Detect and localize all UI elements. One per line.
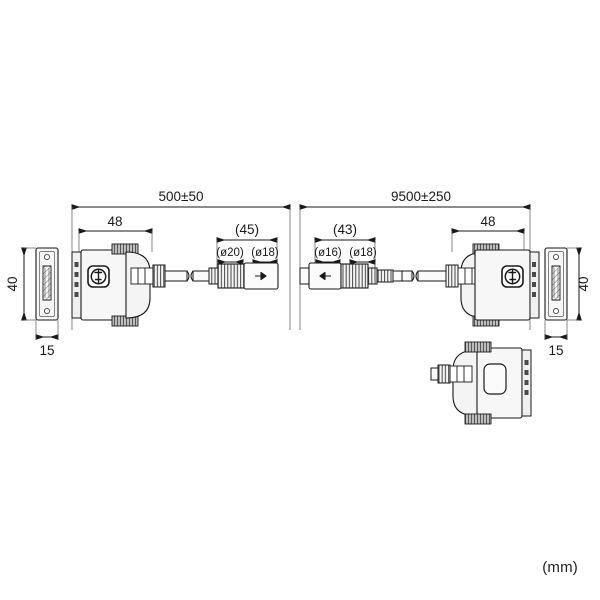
- dim-label-left-inline-length: (45): [235, 222, 259, 237]
- dim-label-right-dia-small: (ø16): [314, 247, 342, 259]
- view-right-plug: [445, 243, 540, 327]
- mating-direction-arrow-left: [319, 271, 331, 281]
- dimension-left-connector-48: 48: [78, 214, 153, 252]
- dim-label-right-height: 40: [576, 276, 591, 291]
- dim-label-overall-right: 9500±250: [391, 189, 451, 204]
- dimension-left-height-40: 40: [5, 247, 36, 321]
- dimension-left-width-15: 15: [35, 320, 59, 358]
- view-right-end: [544, 247, 568, 321]
- dim-label-left-dia-large: (ø20): [216, 247, 244, 259]
- dim-label-overall-left: 500±50: [159, 189, 204, 204]
- dimension-right-inline-group: (43) (ø16) (ø18): [314, 222, 377, 272]
- dimension-right-width-15: 15: [544, 320, 568, 358]
- view-left-end: [35, 247, 59, 321]
- dimension-right-connector-48: 48: [451, 214, 525, 252]
- dim-label-left-width: 15: [39, 343, 54, 358]
- view-left-plug: [71, 243, 188, 327]
- unit-note: (mm): [542, 559, 578, 576]
- mating-direction-arrow-right: [255, 271, 267, 281]
- view-inline-coupler-male: [208, 262, 279, 290]
- dim-label-right-dia-large: (ø18): [349, 247, 377, 259]
- view-bottom-detail: [430, 341, 532, 425]
- dim-label-right-connector: 48: [480, 214, 495, 229]
- dim-label-left-connector: 48: [107, 214, 122, 229]
- dim-label-left-dia-small: (ø18): [251, 247, 279, 259]
- view-inline-coupler-female: [299, 262, 403, 290]
- dim-label-left-height: 40: [5, 276, 20, 291]
- dim-label-right-inline-length: (43): [333, 222, 357, 237]
- cable-run-right: [401, 270, 447, 282]
- dim-label-right-width: 15: [548, 343, 563, 358]
- cable-break-left: [186, 270, 210, 282]
- dimension-right-height-40: 40: [567, 247, 591, 321]
